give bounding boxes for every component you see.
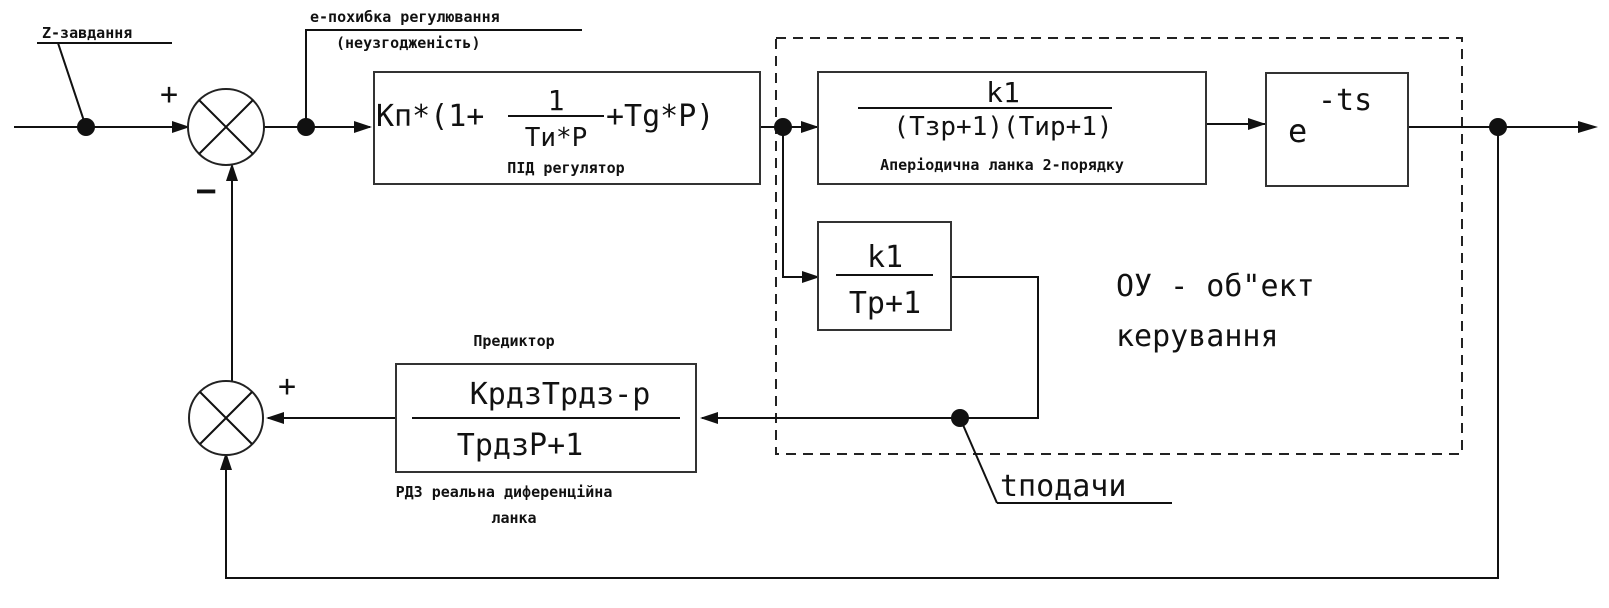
- delay-base: e: [1288, 112, 1307, 150]
- first-order-num: k1: [867, 240, 903, 275]
- output-junction-dot: [1489, 118, 1507, 136]
- control-object-label-line2: керування: [1116, 319, 1279, 354]
- arrow-into-sum2-right: [266, 412, 284, 424]
- predictor-num: КрдзТрдз-р: [470, 377, 651, 412]
- error-pointer-line: [305, 29, 582, 127]
- error-junction-dot: [297, 118, 315, 136]
- arrow-into-sum2-bottom: [220, 452, 232, 470]
- plus-sign-main: +: [160, 77, 178, 112]
- delay-exponent: -ts: [1318, 83, 1372, 118]
- rdz-label-line1: РДЗ реальна диференційна: [396, 483, 613, 501]
- control-object-label-line1: ОУ - об"ект: [1116, 269, 1315, 304]
- predictor-title: Предиктор: [473, 332, 554, 350]
- summing-junction-predictor: [188, 380, 264, 456]
- predictor-den: ТрдзР+1: [457, 428, 583, 463]
- input-junction-dot: [77, 118, 95, 136]
- minus-sign-main: −: [196, 171, 216, 211]
- rdz-label-line2: ланка: [491, 509, 536, 527]
- output-arrow: [1578, 121, 1598, 133]
- arrow-into-pid: [354, 121, 372, 133]
- feed-junction-dot: [951, 409, 969, 427]
- arrow-into-sum1-bottom: [226, 163, 238, 181]
- pid-prefix: Кп*(1+: [376, 99, 484, 134]
- error-label-line1: е-похибка регулювання: [310, 8, 500, 26]
- control-junction-dot: [774, 118, 792, 136]
- delay-block: [1265, 72, 1409, 187]
- pid-suffix: +Тg*Р): [606, 99, 714, 134]
- aperiodic-den: (Тзр+1)(Тир+1): [893, 112, 1112, 142]
- branch-to-first-order-line: [782, 127, 818, 278]
- pid-integral-num: 1: [548, 84, 565, 117]
- setpoint-label: Z-завдання: [42, 24, 132, 42]
- arrow-into-aperiodic: [801, 121, 819, 133]
- control-object-boundary: [775, 37, 1463, 455]
- aperiodic-block: [817, 71, 1207, 185]
- arrow-into-predictor: [700, 412, 718, 424]
- plus-sign-predictor: +: [278, 369, 296, 404]
- pid-block: [373, 71, 761, 185]
- first-order-return-line: [702, 276, 1039, 419]
- pid-integral-den: Ти*Р: [525, 123, 588, 153]
- pid-caption: ПІД регулятор: [507, 159, 624, 177]
- arrow-into-sum1: [172, 121, 190, 133]
- main-feedback-line: [225, 127, 1499, 579]
- t-feed-label: tподачи: [1000, 469, 1126, 504]
- arrow-into-delay: [1248, 118, 1266, 130]
- t-feed-pointer-line: [959, 417, 998, 504]
- arrow-into-first-order: [802, 271, 820, 283]
- summing-junction-main: [187, 88, 265, 166]
- aperiodic-caption: Аперіодична ланка 2-порядку: [880, 156, 1124, 174]
- setpoint-pointer-line: [37, 42, 87, 128]
- first-order-den: Тр+1: [849, 286, 921, 321]
- error-label-line2: (неузгодженість): [336, 34, 481, 52]
- aperiodic-num: k1: [986, 76, 1020, 109]
